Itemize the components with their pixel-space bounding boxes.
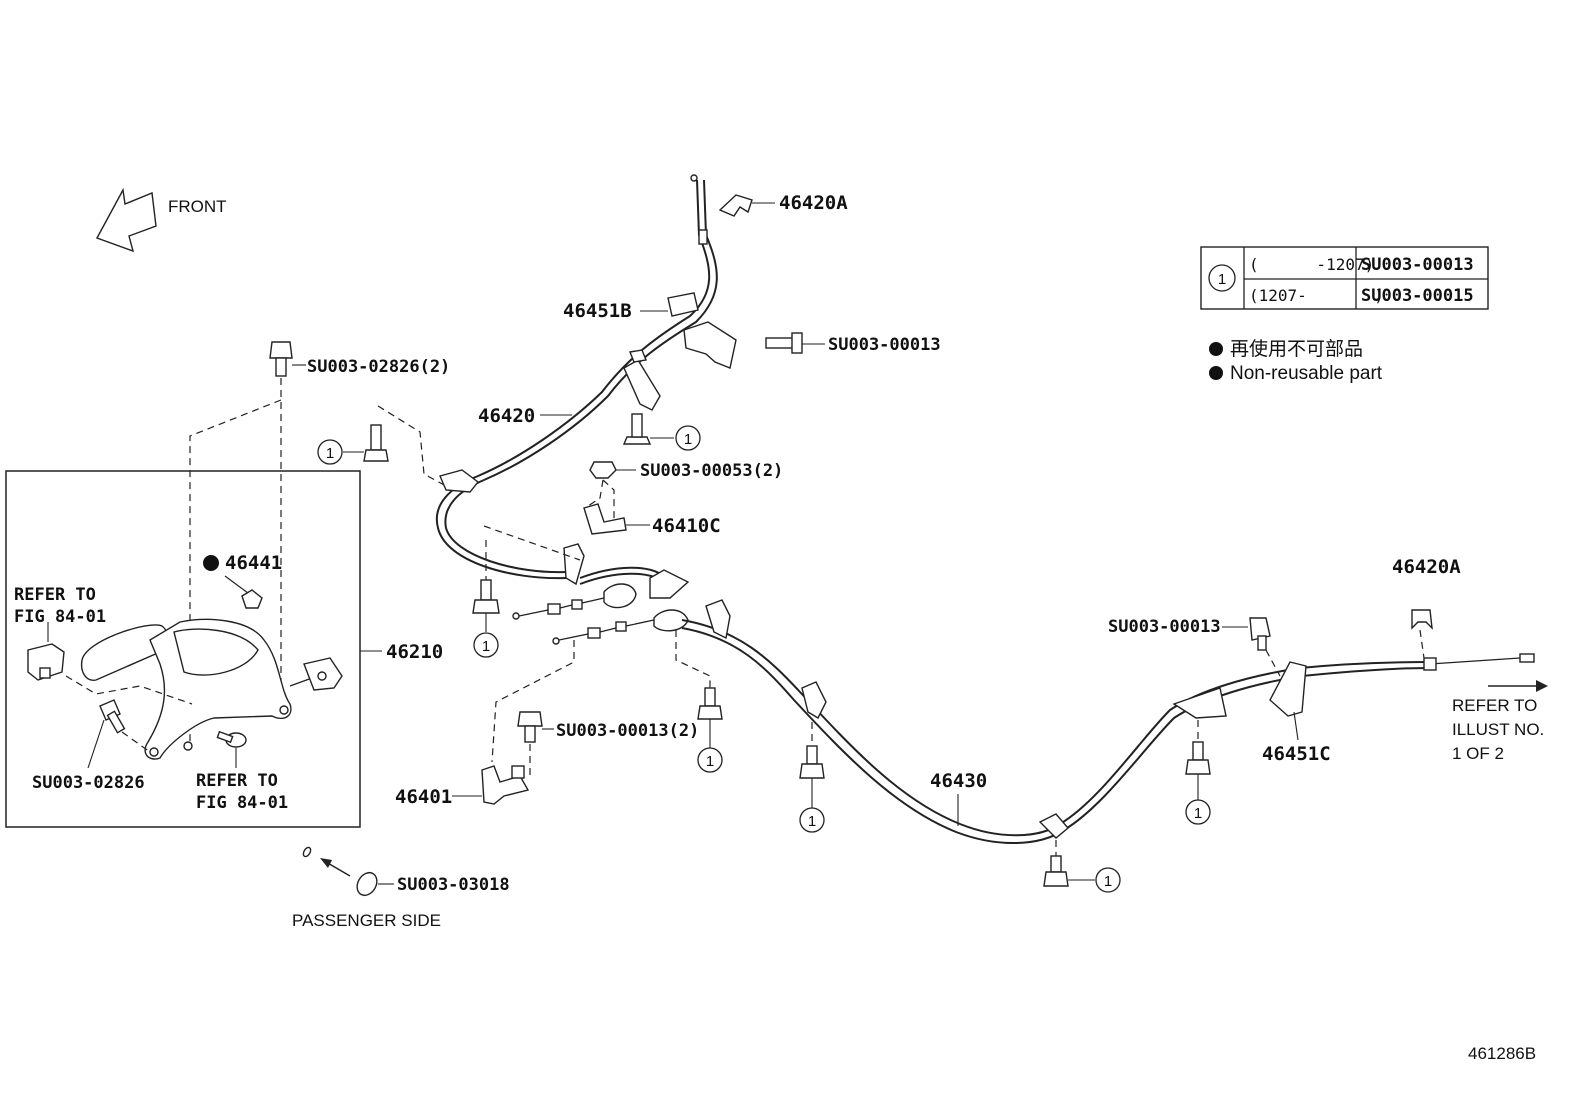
grommet-icon: [216, 730, 247, 748]
cable-clip: [801, 681, 827, 719]
label-su-00013-2: SU003-00013(2): [556, 721, 699, 741]
label-su-02826-2: SU003-02826(2): [307, 357, 450, 377]
cable-clip: [623, 359, 661, 411]
label-su-00053-2: SU003-00053(2): [640, 461, 783, 481]
bullet-icon: [1209, 342, 1223, 356]
front-arrow-icon: [95, 187, 157, 253]
short-cable-1: [512, 597, 605, 620]
refer-illust-line2: ILLUST NO.: [1452, 720, 1544, 739]
circle-ref-1: 1: [1194, 805, 1202, 822]
bolt-icon: [622, 413, 652, 445]
cable-clip: [629, 349, 647, 363]
passenger-side-label: PASSENGER SIDE: [292, 911, 441, 930]
bullet-icon: [203, 555, 219, 571]
bolt-icon: [363, 424, 389, 462]
bullet-icon: [1209, 366, 1223, 380]
legend-row1-range: ( -1207): [1249, 255, 1374, 274]
bolt-icon: [517, 711, 543, 743]
label-46451C: 46451C: [1262, 743, 1331, 765]
bolt-icon: [765, 332, 803, 354]
circle-ref-1: 1: [326, 445, 334, 462]
legend-row1-part: SU003-00013: [1361, 255, 1474, 275]
cable-clip: [439, 469, 479, 493]
label-46420: 46420: [478, 405, 535, 427]
bracket-46451C: [1269, 661, 1307, 717]
circle-ref-1: 1: [482, 638, 490, 655]
label-su-00013-top: SU003-00013: [828, 335, 941, 355]
label-46420A-right: 46420A: [1392, 556, 1461, 578]
bracket-46401: [481, 765, 530, 805]
label-46451B: 46451B: [563, 300, 632, 322]
legend-table: 1 ( -1207) SU003-00013 (1207- ) SU003-00…: [1200, 246, 1489, 310]
cable-clip: [1172, 687, 1227, 719]
arrow-icon: [320, 858, 351, 877]
label-su-03018: SU003-03018: [397, 875, 510, 895]
front-label: FRONT: [168, 197, 227, 216]
label-46210: 46210: [386, 641, 443, 663]
plug-su-03018: [356, 871, 378, 897]
label-46420A-top: 46420A: [779, 192, 848, 214]
switch-part: [27, 643, 65, 681]
bolt-icon: [697, 687, 723, 720]
legend-japanese: 再使用不可部品: [1230, 338, 1363, 360]
circle-ref-1: 1: [1104, 873, 1112, 890]
bolt-icon: [1185, 741, 1211, 775]
bolt-icon: [269, 341, 293, 377]
arrow-right-icon: [1488, 680, 1548, 692]
label-su-00013-right: SU003-00013: [1108, 617, 1221, 637]
parking-brake-lever: [80, 618, 343, 760]
bracket-46451B: [667, 292, 737, 369]
circle-ref-1: 1: [808, 813, 816, 830]
label-su-02826: SU003-02826: [32, 773, 145, 793]
refer-illust-line1: REFER TO: [1452, 696, 1537, 715]
bolt-icon: [799, 745, 825, 779]
circle-ref-1: 1: [706, 753, 714, 770]
nut-icon: [589, 461, 617, 479]
short-cable-2: [552, 619, 655, 645]
assembly-box-46210: [5, 470, 361, 828]
bolt-icon: [1249, 617, 1271, 651]
refer-fig-2-line1: REFER TO: [196, 771, 278, 791]
refer-fig-1-line2: FIG 84-01: [14, 607, 106, 627]
bolt-icon: [1043, 855, 1069, 887]
bolt-icon: [99, 699, 126, 734]
circle-ref-1: 1: [684, 431, 692, 448]
refer-fig-1-line1: REFER TO: [14, 585, 96, 605]
cable-clip: [705, 599, 731, 640]
label-46441: 46441: [225, 552, 282, 574]
label-46430: 46430: [930, 770, 987, 792]
bolt-icon: [472, 579, 500, 614]
clip-46420A-top: [718, 194, 753, 217]
equalizer-assembly: [563, 543, 690, 632]
refer-fig-2-line2: FIG 84-01: [196, 793, 288, 813]
cable-clip: [1038, 813, 1069, 839]
legend-circle-icon: [1208, 264, 1236, 292]
legend-row2-range: (1207- ): [1249, 286, 1384, 305]
label-46410C: 46410C: [652, 515, 721, 537]
clip-46420A-right: [1411, 609, 1433, 630]
bracket-46410C: [583, 503, 627, 535]
clip-46441: [241, 589, 263, 609]
legend-row2-part: SU003-00015: [1361, 286, 1474, 306]
plug-small: [302, 846, 312, 858]
label-46401: 46401: [395, 786, 452, 808]
figure-id: 461286B: [1468, 1044, 1536, 1063]
legend-circle-num: 1: [1218, 271, 1226, 288]
refer-illust-line3: 1 OF 2: [1452, 744, 1504, 763]
legend-english: Non-reusable part: [1230, 363, 1383, 384]
